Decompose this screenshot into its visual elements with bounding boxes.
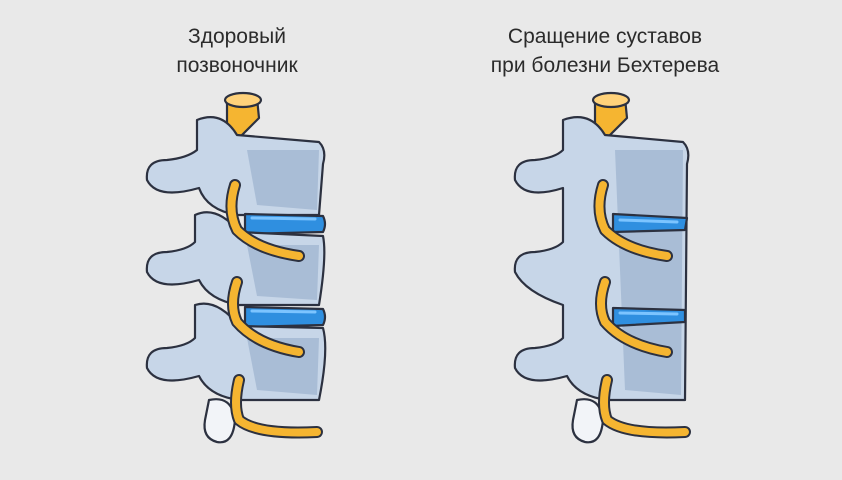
healthy-title-line-1: Здоровый	[188, 25, 286, 48]
bechterew-title-line-1: Сращение суставов	[507, 25, 703, 48]
spinal-nerve-icon	[593, 179, 691, 439]
cartilage-icon	[571, 398, 605, 444]
healthy-title-line-2: позвоночник	[176, 54, 298, 77]
fused-joint-icon	[513, 116, 690, 402]
healthy-spine-title: Здоровый позвоночник	[87, 22, 387, 80]
cartilage-icon	[203, 398, 237, 444]
vertebra-icon	[145, 116, 326, 217]
spinal-cord-top-icon	[223, 91, 263, 142]
intervertebral-disc-icon	[243, 305, 327, 329]
spinal-cord-top-icon	[591, 91, 631, 142]
healthy-spine-illustration	[145, 91, 327, 444]
intervertebral-disc-icon	[611, 306, 687, 328]
bechterew-spine-illustration	[513, 91, 691, 444]
intervertebral-disc-icon	[243, 212, 327, 236]
bechterew-spine-panel: Сращение суставов при болезни Бехтерева	[455, 0, 755, 480]
spinal-nerve-icon	[225, 179, 323, 439]
intervertebral-disc-icon	[611, 212, 689, 234]
bechterew-spine-title: Сращение суставов при болезни Бехтерева	[455, 22, 755, 80]
healthy-spine-panel: Здоровый позвоночник	[87, 0, 387, 480]
bechterew-title-line-2: при болезни Бехтерева	[490, 54, 720, 77]
